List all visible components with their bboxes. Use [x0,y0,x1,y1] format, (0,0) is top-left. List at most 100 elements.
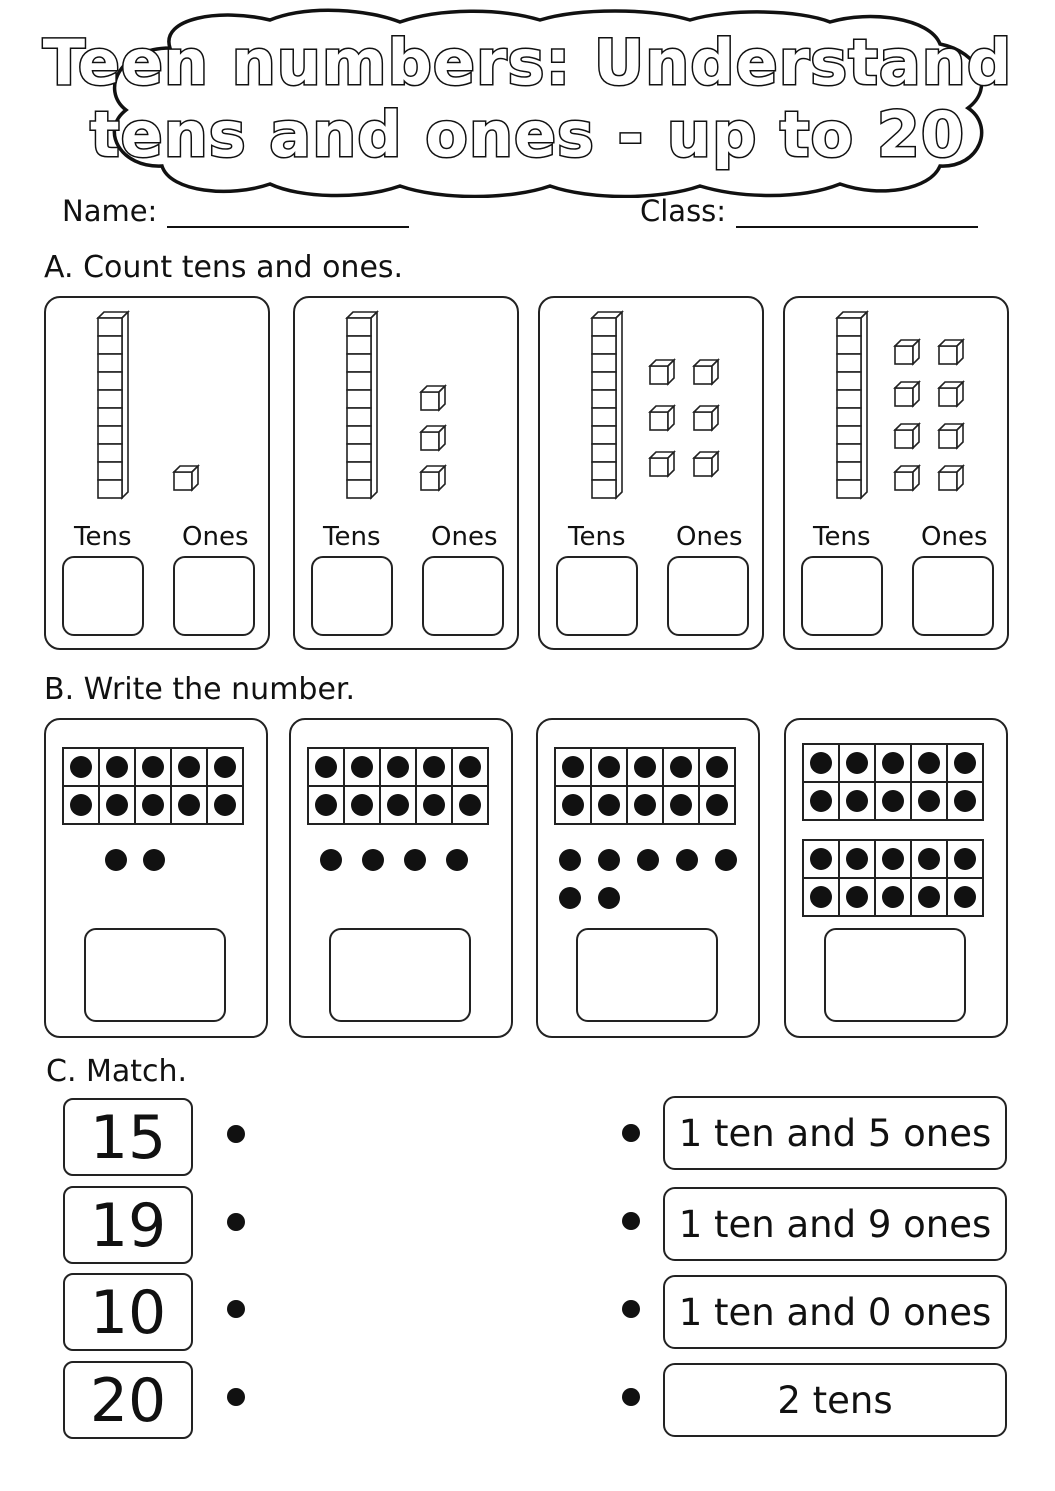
counter-dot [706,756,728,778]
left-match-dot[interactable] [227,1213,245,1231]
match-number-20: 20 [63,1361,193,1439]
tens-answer-box[interactable] [311,556,393,636]
counter-dot [106,756,128,778]
counter-dot [918,886,940,908]
name-blank-line[interactable] [167,198,410,228]
unit-cube [648,450,676,478]
counter-dot [142,794,164,816]
ten-frame-dots [62,747,244,871]
ten-frame-dots [307,747,489,871]
tens-label: Tens [568,522,626,552]
unit-cube [648,358,676,386]
counter-dot [810,848,832,870]
count-card-2: Tens Ones [293,296,519,650]
ones-answer-box[interactable] [912,556,994,636]
counter-dot [846,886,868,908]
class-blank-line[interactable] [736,198,979,228]
counter-dot [351,794,373,816]
unit-cube [172,464,200,492]
counter-dot [810,752,832,774]
unit-cube [893,380,921,408]
counter-dot [918,790,940,812]
section-a-heading: A. Count tens and ones. [44,250,404,285]
number-answer-box[interactable] [576,928,718,1022]
counter-dot [423,794,445,816]
ones-answer-box[interactable] [667,556,749,636]
right-match-dot[interactable] [622,1300,640,1318]
right-match-dot[interactable] [622,1388,640,1406]
counter-dot [214,756,236,778]
match-number-10: 10 [63,1273,193,1351]
tens-answer-box[interactable] [801,556,883,636]
ones-answer-box[interactable] [173,556,255,636]
counter-dot [634,794,656,816]
title-line-2: tens and ones - up to 20 [88,98,966,171]
write-number-card-1 [44,718,268,1038]
left-match-dot[interactable] [227,1388,245,1406]
extra-dot [637,849,659,871]
left-match-dot[interactable] [227,1300,245,1318]
tens-answer-box[interactable] [556,556,638,636]
count-card-3: Tens Ones [538,296,764,650]
counter-dot [315,756,337,778]
unit-cube [419,424,447,452]
number-answer-box[interactable] [84,928,226,1022]
unit-cube [419,464,447,492]
ones-label: Ones [182,522,249,552]
counter-dot [459,756,481,778]
counter-dot [882,752,904,774]
counter-dot [178,794,200,816]
extra-dot [362,849,384,871]
ten-frame-dots [802,743,984,917]
class-field[interactable]: Class: [640,194,979,228]
extra-dot [320,849,342,871]
left-match-dot[interactable] [227,1125,245,1143]
unit-cube [893,422,921,450]
counter-dot [598,794,620,816]
number-answer-box[interactable] [329,928,471,1022]
tens-answer-box[interactable] [62,556,144,636]
ten-rod [345,310,379,500]
ten-frame [307,747,489,825]
unit-cube [937,380,965,408]
counter-dot [562,794,584,816]
tens-label: Tens [323,522,381,552]
extra-dot [559,887,581,909]
base-ten-blocks [835,310,965,500]
counter-dot [882,848,904,870]
extra-dot [676,849,698,871]
ten-frame [802,839,984,917]
right-match-dot[interactable] [622,1212,640,1230]
match-number-19: 19 [63,1186,193,1264]
ten-rod [590,310,624,500]
match-description-4: 2 tens [663,1363,1007,1437]
name-label: Name: [62,194,158,228]
counter-dot [178,756,200,778]
counter-dot [598,756,620,778]
counter-dot [846,790,868,812]
counter-dot [670,756,692,778]
counter-dot [562,756,584,778]
match-number-15: 15 [63,1098,193,1176]
counter-dot [387,756,409,778]
class-label: Class: [640,194,727,228]
extra-dot [404,849,426,871]
match-description-1: 1 ten and 5 ones [663,1096,1007,1170]
counter-dot [846,848,868,870]
name-field[interactable]: Name: [62,194,410,228]
ten-rod [835,310,869,500]
write-number-card-2 [289,718,513,1038]
ten-frame [554,747,736,825]
ones-label: Ones [431,522,498,552]
unit-cube [937,464,965,492]
ones-answer-box[interactable] [422,556,504,636]
unit-cube [692,450,720,478]
count-card-1: Tens Ones [44,296,270,650]
right-match-dot[interactable] [622,1124,640,1142]
counter-dot [423,756,445,778]
counter-dot [846,752,868,774]
count-card-4: Tens Ones [783,296,1009,650]
write-number-card-4 [784,718,1008,1038]
counter-dot [670,794,692,816]
number-answer-box[interactable] [824,928,966,1022]
